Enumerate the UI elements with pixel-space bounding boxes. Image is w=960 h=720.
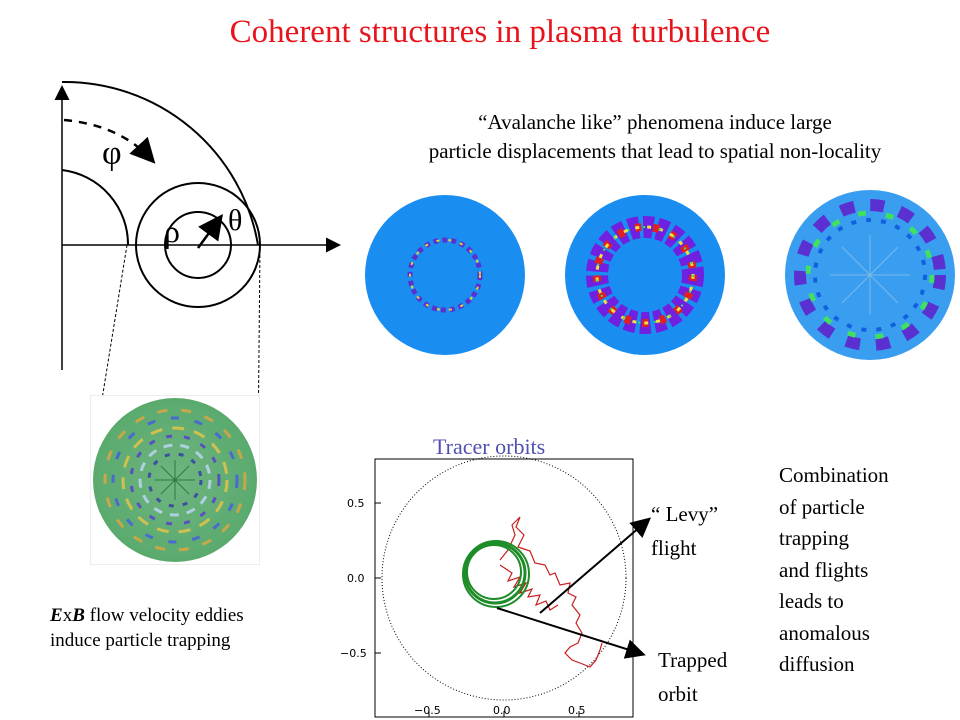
- slide-title: Coherent structures in plasma turbulence: [229, 14, 771, 50]
- avalanche-line-1: “Avalanche like” phenomena induce large: [478, 110, 832, 134]
- trapped-orbit-label: Trapped orbit: [658, 648, 728, 706]
- plot-frame: [374, 458, 634, 718]
- avalanche-disk-3: [785, 190, 955, 360]
- levy-flight-label: “ Levy” flight: [651, 502, 719, 560]
- phi-dashed-arrow: [63, 118, 156, 164]
- tracer-orbit-plot: [374, 455, 634, 718]
- inner-flux-arc: [61, 169, 130, 246]
- y-tick-mid: 0.0: [347, 572, 365, 585]
- avalanche-line-2: particle displacements that lead to spat…: [428, 139, 882, 163]
- avalanche-caption: “Avalanche like” phenomena induce large …: [355, 108, 955, 166]
- exb-eddy-disk: [90, 395, 260, 565]
- x-tick-mid: 0.0: [493, 704, 511, 717]
- avalanche-disk-2: [565, 195, 725, 355]
- tracer-orbits-title: Tracer orbits: [433, 434, 546, 459]
- minor-radius-circle: [164, 211, 232, 279]
- phi-label: φ: [102, 135, 122, 172]
- x-tick-right: 0.5: [568, 704, 586, 717]
- avalanche-snapshots: [365, 190, 955, 360]
- rho-arrow: [196, 213, 223, 249]
- exb-caption: ExB flow velocity eddies induce particle…: [50, 605, 244, 651]
- flux-coordinates-diagram: φ ρ θ: [54, 80, 341, 370]
- x-tick-left: −0.5: [414, 704, 441, 717]
- avalanche-disk-1: [365, 195, 525, 355]
- y-tick-bottom: −0.5: [340, 647, 367, 660]
- trapped-orbit: [462, 540, 530, 608]
- combination-text: Combination of particle trapping and fli…: [779, 463, 889, 676]
- rho-label: ρ: [164, 213, 180, 249]
- theta-label: θ: [228, 204, 242, 237]
- y-tick-top: 0.5: [347, 497, 365, 510]
